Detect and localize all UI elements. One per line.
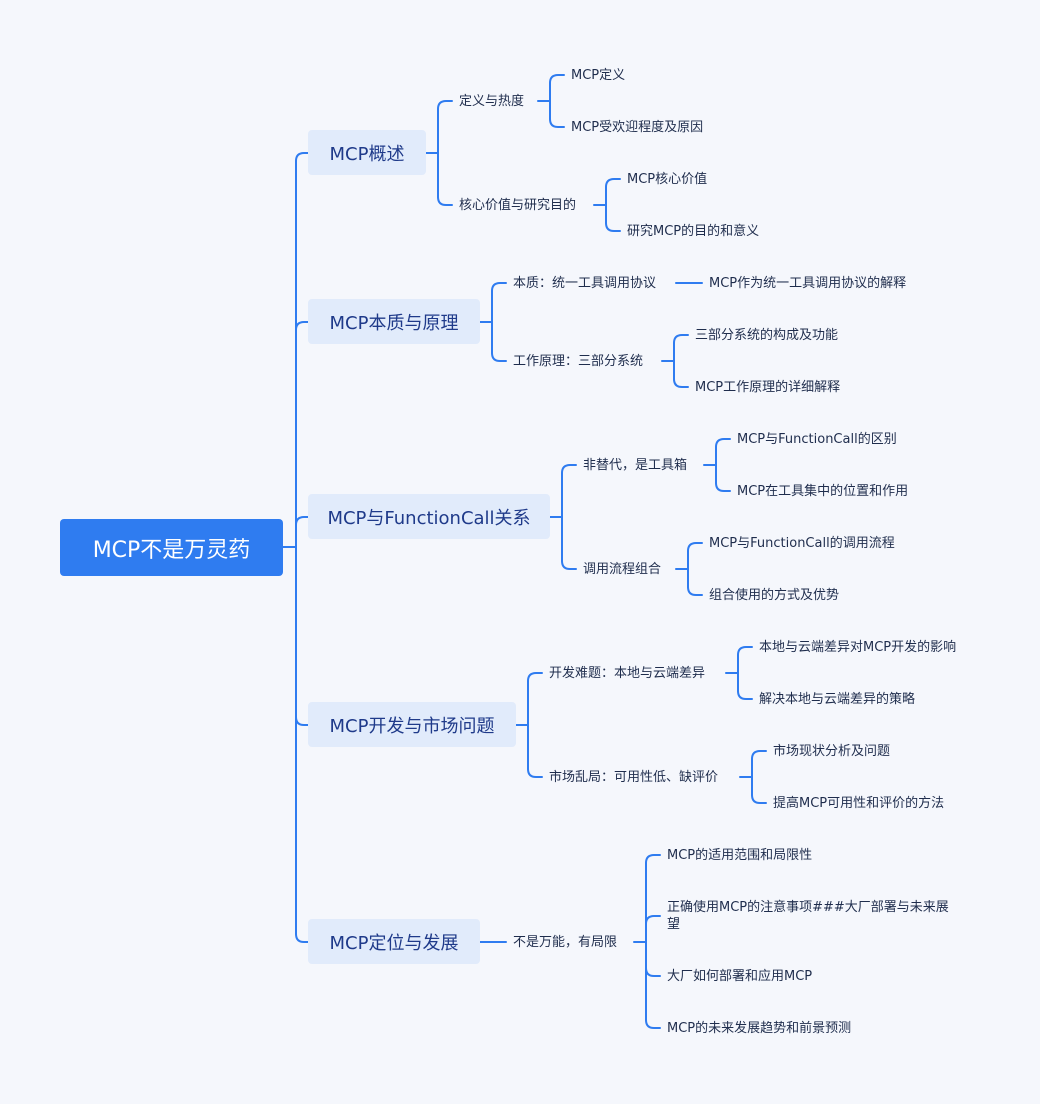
b3-edges-link-1 [527,768,543,778]
branch-mcp-essence-principle[interactable]: MCP本质与原理 [308,299,480,344]
topic-toolbox[interactable]: 非替代，是工具箱 [583,458,688,473]
root-edges-link-2 [295,516,309,526]
b3-t1-edges-link-0 [751,750,767,760]
branch-mcp-overview[interactable]: MCP概述 [308,130,426,175]
leaf-working-principle-detail[interactable]: MCP工作原理的详细解释 [695,380,841,395]
leaf-usage-notes[interactable]: 正确使用MCP的注意事项###大厂部署与未来展望 [667,900,949,932]
topic-market-chaos[interactable]: 市场乱局：可用性低、缺评价 [549,770,719,785]
leaf-toolset-position[interactable]: MCP在工具集中的位置和作用 [737,484,909,499]
b4-t0-edges-link-0 [645,854,661,864]
leaf-big-tech-deployment[interactable]: 大厂如何部署和应用MCP [667,969,813,984]
b2-edges-link-0 [561,464,577,474]
b1-edges-link-1 [491,352,507,362]
branch-mcp-dev-market[interactable]: MCP开发与市场问题 [308,702,516,747]
b2-t1-edges-link-1 [687,586,703,596]
leaf-local-cloud-strategy[interactable]: 解决本地与云端差异的策略 [759,692,916,707]
b2-t0-edges-link-1 [715,482,731,492]
root-edges-link-3 [295,716,309,726]
b0-edges-link-0 [437,100,453,110]
b1-t1-edges-link-1 [673,378,689,388]
leaf-functioncall-difference[interactable]: MCP与FunctionCall的区别 [737,432,897,447]
topic-definition-popularity[interactable]: 定义与热度 [459,94,525,109]
topic-call-flow[interactable]: 调用流程组合 [583,562,662,577]
b2-edges-link-1 [561,560,577,570]
leaf-protocol-explanation[interactable]: MCP作为统一工具调用协议的解释 [709,276,907,291]
leaf-mcp-definition[interactable]: MCP定义 [571,68,626,83]
b2-t1-edges-link-0 [687,542,703,552]
leaf-mcp-popularity[interactable]: MCP受欢迎程度及原因 [571,120,704,135]
b4-t0-edges-link-2 [645,967,661,977]
leaf-three-part-system[interactable]: 三部分系统的构成及功能 [695,328,839,343]
topic-core-value-purpose[interactable]: 核心价值与研究目的 [459,198,577,213]
b1-edges-link-0 [491,282,507,292]
leaf-improve-usability[interactable]: 提高MCP可用性和评价的方法 [773,796,945,811]
leaf-scope-limitations[interactable]: MCP的适用范围和局限性 [667,848,813,863]
b3-t0-edges-link-1 [737,690,753,700]
leaf-research-purpose[interactable]: 研究MCP的目的和意义 [627,224,760,239]
b0-t0-edges-link-0 [549,74,565,84]
leaf-call-flow[interactable]: MCP与FunctionCall的调用流程 [709,536,895,551]
topic-dev-difficulty[interactable]: 开发难题：本地与云端差异 [549,666,706,681]
leaf-future-trends[interactable]: MCP的未来发展趋势和前景预测 [667,1021,852,1036]
b4-t0-edges-link-3 [645,1019,661,1029]
b3-t0-edges-link-0 [737,646,753,656]
branch-mcp-functioncall[interactable]: MCP与FunctionCall关系 [308,494,550,539]
topic-working-principle[interactable]: 工作原理：三部分系统 [513,354,644,369]
root-edges-link-0 [295,152,309,162]
b0-t1-edges-link-1 [605,222,621,232]
root-node[interactable]: MCP不是万灵药 [60,519,283,576]
leaf-market-analysis[interactable]: 市场现状分析及问题 [773,744,891,759]
b1-t1-edges-link-0 [673,334,689,344]
b2-t0-edges-link-0 [715,438,731,448]
b0-t0-edges-link-1 [549,118,565,128]
leaf-combined-usage[interactable]: 组合使用的方式及优势 [709,588,840,603]
b4-t0-edges-link-1 [645,915,661,925]
leaf-local-cloud-impact[interactable]: 本地与云端差异对MCP开发的影响 [759,640,957,655]
b3-edges-link-0 [527,672,543,682]
topic-essence-protocol[interactable]: 本质：统一工具调用协议 [513,276,657,291]
root-edges-link-4 [295,933,309,943]
b0-edges-link-1 [437,196,453,206]
root-edges-link-1 [295,321,309,331]
leaf-mcp-core-value[interactable]: MCP核心价值 [627,172,708,187]
b0-t1-edges-link-0 [605,178,621,188]
b3-t1-edges-link-1 [751,794,767,804]
topic-not-omnipotent[interactable]: 不是万能，有局限 [513,935,618,950]
branch-mcp-positioning[interactable]: MCP定位与发展 [308,919,480,964]
